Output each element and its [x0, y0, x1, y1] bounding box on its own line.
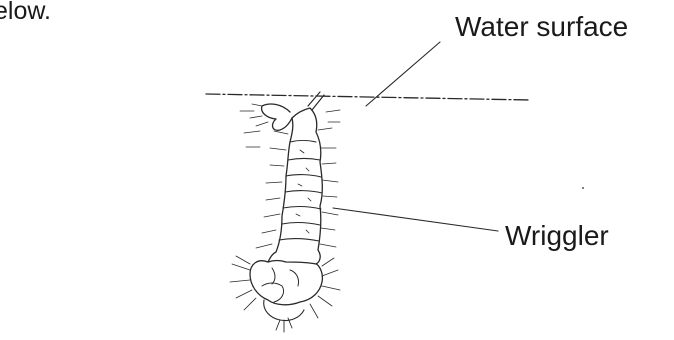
- cropped-text-fragment: elow.: [0, 0, 51, 25]
- wriggler-leader-line: [333, 208, 498, 231]
- water-surface-line: [206, 94, 530, 100]
- wriggler-larva-drawing: [230, 92, 340, 332]
- wriggler-label: Wriggler: [505, 220, 609, 251]
- water-surface-label: Water surface: [455, 11, 628, 42]
- water-surface-leader-line: [366, 42, 440, 106]
- speck-mark: [582, 187, 584, 189]
